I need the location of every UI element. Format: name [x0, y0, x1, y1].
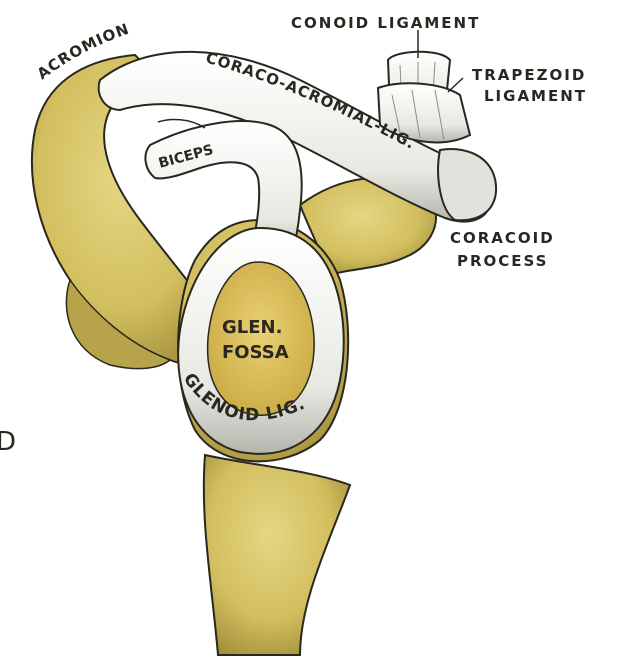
glenoid-fossa: [208, 262, 315, 415]
trapezoid-label-line1: TRAPEZOID: [472, 66, 586, 84]
coracoid-label-line1: CORACOID: [450, 229, 555, 247]
edge-letter: D: [0, 427, 16, 457]
coracoid-tip: [438, 149, 496, 220]
coracoid-label-line2: PROCESS: [457, 252, 548, 270]
trapezoid-leader: [448, 78, 463, 92]
conoid-ligament-label: CONOID LIGAMENT: [291, 14, 480, 32]
scapula-neck: [204, 455, 350, 655]
trapezoid-label-line2: LIGAMENT: [484, 87, 587, 105]
glen-fossa-label-line1: GLEN.: [222, 317, 282, 338]
glen-fossa-label-line2: FOSSA: [222, 342, 289, 363]
